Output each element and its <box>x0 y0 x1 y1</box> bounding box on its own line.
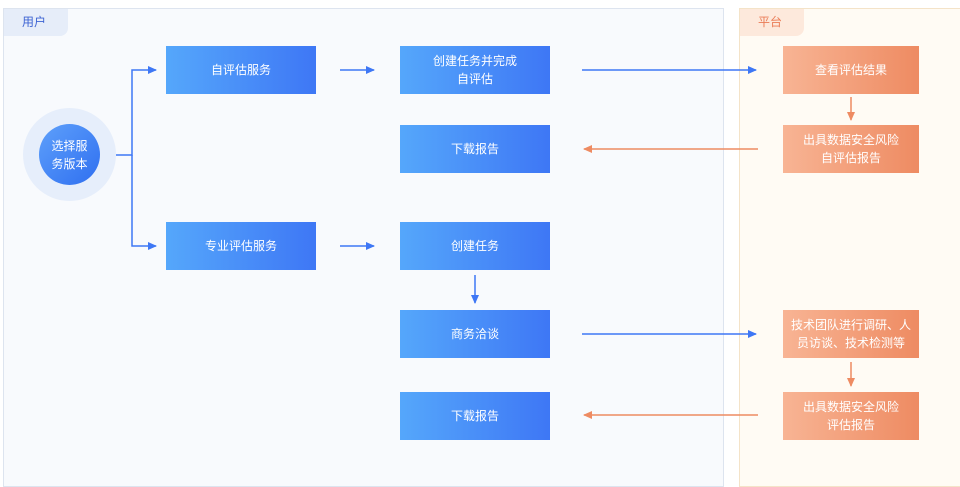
user-lane-label: 用户 <box>4 9 68 36</box>
create-and-complete-self-assessment-box: 创建任务并完成 自评估 <box>400 46 550 94</box>
issue-risk-assessment-report-box: 出具数据安全风险 评估报告 <box>783 392 919 440</box>
view-assessment-results-box: 查看评估结果 <box>783 46 919 94</box>
create-task-box: 创建任务 <box>400 222 550 270</box>
user-swimlane: 用户 <box>3 8 724 487</box>
branch-connector-pro <box>131 155 157 250</box>
technical-team-research-box: 技术团队进行调研、人 员访谈、技术检测等 <box>783 310 919 358</box>
self-assessment-service-box: 自评估服务 <box>166 46 316 94</box>
professional-assessment-service-box: 专业评估服务 <box>166 222 316 270</box>
branch-connector <box>116 66 157 156</box>
start-node-select-version: 选择服 务版本 <box>39 124 100 185</box>
business-negotiation-box: 商务洽谈 <box>400 310 550 358</box>
platform-lane-label: 平台 <box>740 9 804 36</box>
issue-self-assessment-report-box: 出具数据安全风险 自评估报告 <box>783 125 919 173</box>
download-report-pro-box: 下载报告 <box>400 392 550 440</box>
download-report-self-box: 下载报告 <box>400 125 550 173</box>
